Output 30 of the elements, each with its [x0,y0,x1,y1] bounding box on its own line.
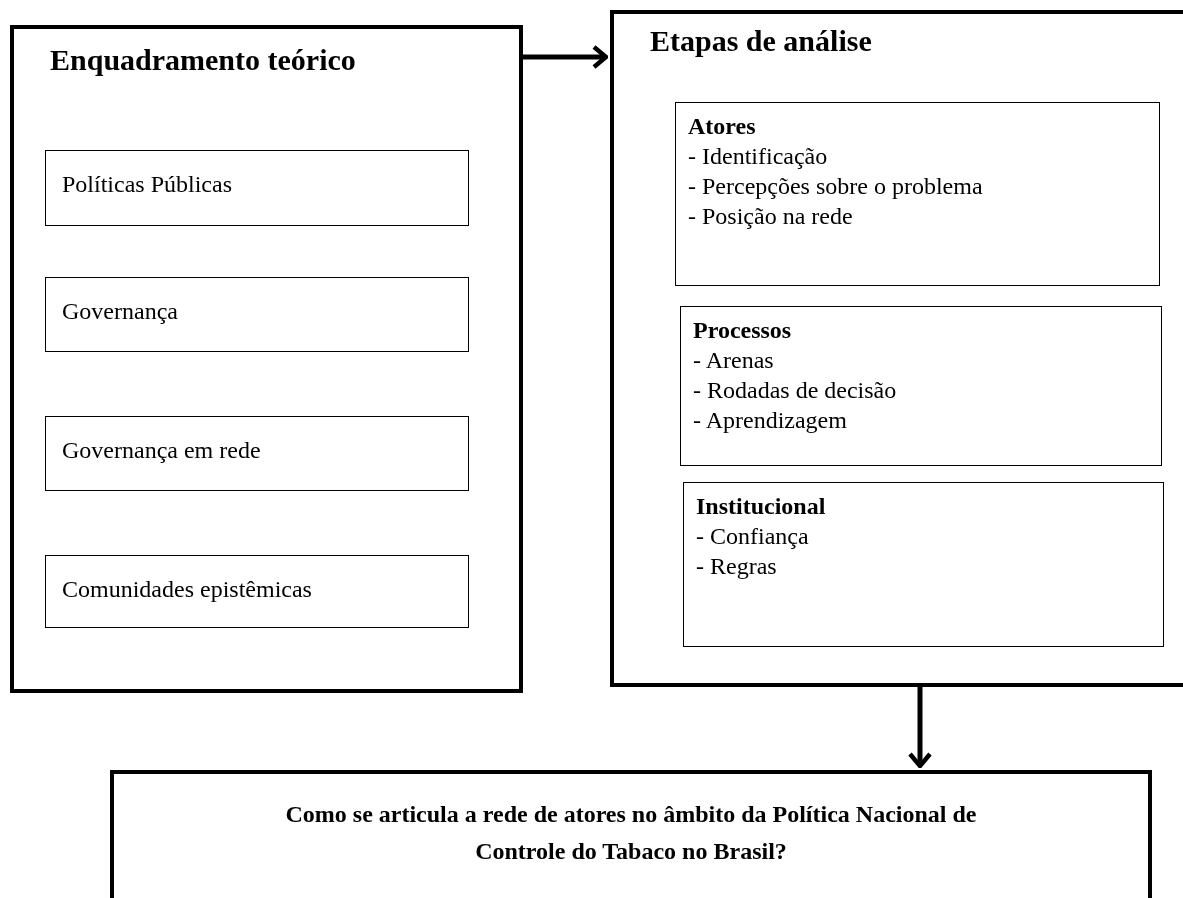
concept-box [45,277,469,352]
list-item: - Aprendizagem [693,406,848,435]
category-heading: Atores [688,112,757,141]
concept-box [45,150,469,226]
list-item: - Posição na rede [688,202,854,231]
list-item: - Percepções sobre o problema [688,172,984,201]
section-title: Enquadramento teórico [50,43,356,77]
list-item: - Rodadas de decisão [693,376,898,405]
arrow [907,687,933,769]
category-box [675,102,1160,286]
concept-label: Governança [62,297,179,326]
concept-box [45,555,469,628]
concept-label: Políticas Públicas [62,170,233,199]
list-item: - Identificação [688,142,829,171]
list-item: - Regras [696,552,778,581]
concept-label: Governança em rede [62,436,262,465]
research-question: Como se articula a rede de atores no âmbito da Política Nacional de Controle do Tabaco no Brasil? [284,800,978,867]
list-item: - Arenas [693,346,775,375]
concept-label: Comunidades epistêmicas [62,575,313,604]
section-box [610,10,1183,687]
question-box [110,770,1152,898]
section-title: Etapas de análise [650,24,872,58]
category-box [680,306,1162,466]
concept-box [45,416,469,491]
arrow [523,44,609,70]
list-item: - Confiança [696,522,810,551]
category-heading: Institucional [696,492,827,521]
category-box [683,482,1164,647]
category-heading: Processos [693,316,793,345]
section-box [10,25,523,693]
